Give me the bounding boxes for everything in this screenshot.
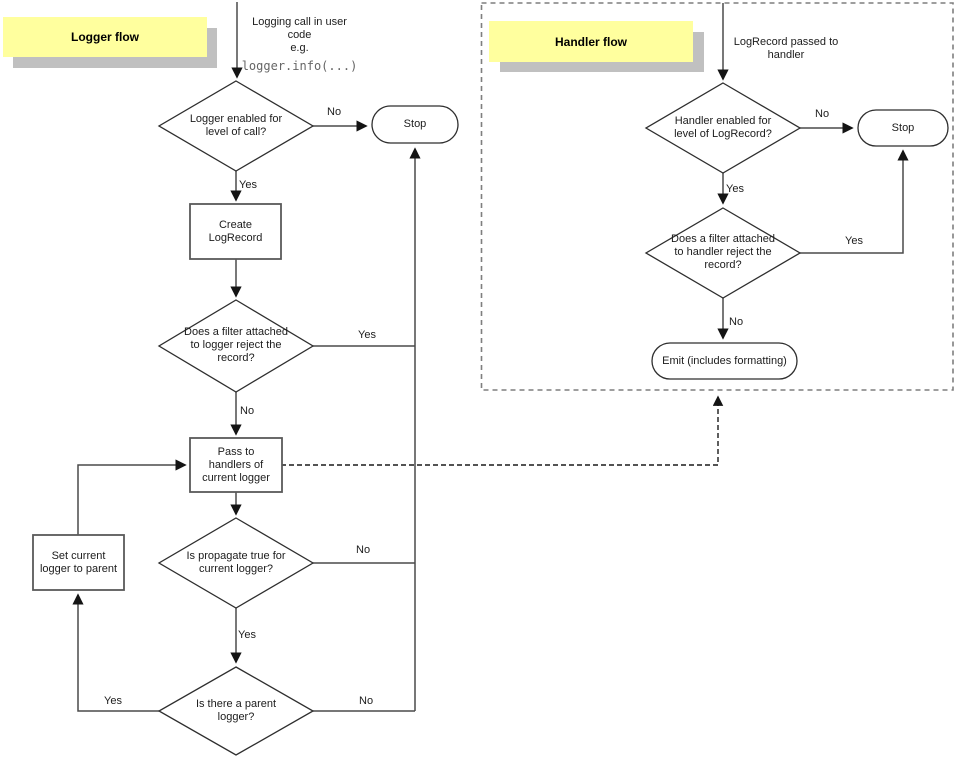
- handler-flow-boundary: [480, 2, 954, 391]
- decision-handler-enabled: [644, 82, 802, 174]
- decision-logger-filter: [157, 299, 315, 393]
- label-d2-no: No: [240, 405, 255, 417]
- decision-propagate: [157, 517, 315, 609]
- label-d3-yes: Yes: [238, 629, 256, 641]
- handler-flow-title: Handler flow: [489, 21, 693, 62]
- process-set-current-logger: [32, 534, 125, 591]
- label-hd1-no: No: [815, 108, 830, 120]
- decision-handler-filter: [644, 207, 802, 299]
- terminator-emit: [651, 342, 798, 380]
- process-pass-to-handlers: [189, 437, 283, 493]
- decision-parent-logger: [157, 666, 315, 756]
- label-d4-no: No: [359, 695, 374, 707]
- edge-hd2-yes-to-hstop: [800, 149, 909, 254]
- label-hd2-yes: Yes: [845, 235, 863, 247]
- edge-setparent-to-pass: [77, 459, 187, 535]
- label-d4-yes: Yes: [104, 695, 122, 707]
- terminator-logger-stop: [371, 105, 459, 144]
- terminator-handler-stop: [857, 109, 949, 147]
- label-d2-yes: Yes: [358, 329, 376, 341]
- label-d3-no: No: [356, 544, 371, 556]
- edge-d4-yes-to-setparent: [72, 593, 159, 712]
- logger-flow-title-label: Logger flow: [71, 30, 139, 44]
- logger-flow-title: Logger flow: [3, 17, 207, 57]
- process-create-logrecord: [189, 203, 282, 260]
- handler-flow-title-label: Handler flow: [554, 34, 627, 49]
- edge-pass-to-handler-flow: [281, 395, 724, 466]
- decision-logger-enabled: [157, 80, 315, 172]
- label-hd2-no: No: [729, 316, 744, 328]
- label-d1-no: No: [327, 106, 342, 118]
- label-hd1-yes: Yes: [726, 183, 744, 195]
- label-d1-yes: Yes: [239, 179, 257, 191]
